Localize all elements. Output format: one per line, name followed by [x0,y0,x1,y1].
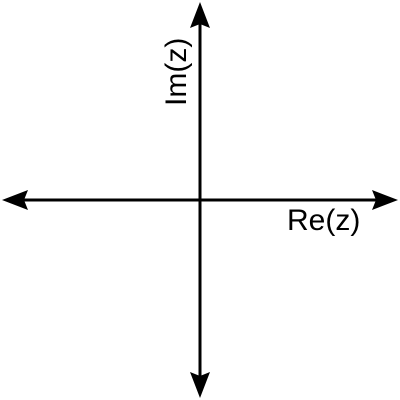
imaginary-axis [190,2,210,398]
real-axis-label: Re(z) [287,204,360,237]
imaginary-axis-top-arrowhead [190,2,210,28]
imaginary-axis-label: Im(z) [160,38,193,106]
real-axis-left-arrowhead [2,190,28,210]
imaginary-axis-bottom-arrowhead [190,372,210,398]
real-axis-right-arrowhead [372,190,398,210]
